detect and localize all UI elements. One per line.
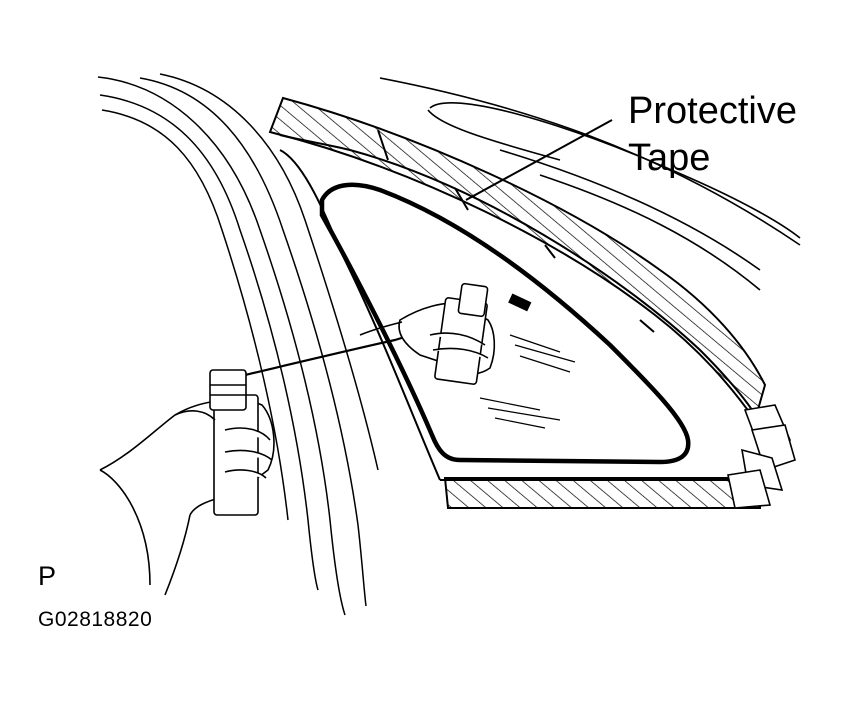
- view-letter: P: [38, 561, 57, 591]
- protective-tape-bottom: [443, 477, 761, 509]
- inner-hand: [359, 282, 496, 385]
- callout-leader-line: [465, 119, 613, 201]
- callout-line-1: Protective: [628, 90, 797, 132]
- tape-corner-pieces: [727, 404, 796, 509]
- callout-line-2: Tape: [628, 137, 711, 179]
- roof-outline: [379, 77, 801, 291]
- figure-code: G02818820: [38, 608, 153, 631]
- door-frame-lines: [97, 73, 379, 616]
- callout-label: Protective Tape: [628, 88, 797, 182]
- outer-hand: [99, 369, 275, 596]
- quarter-glass: [319, 182, 691, 465]
